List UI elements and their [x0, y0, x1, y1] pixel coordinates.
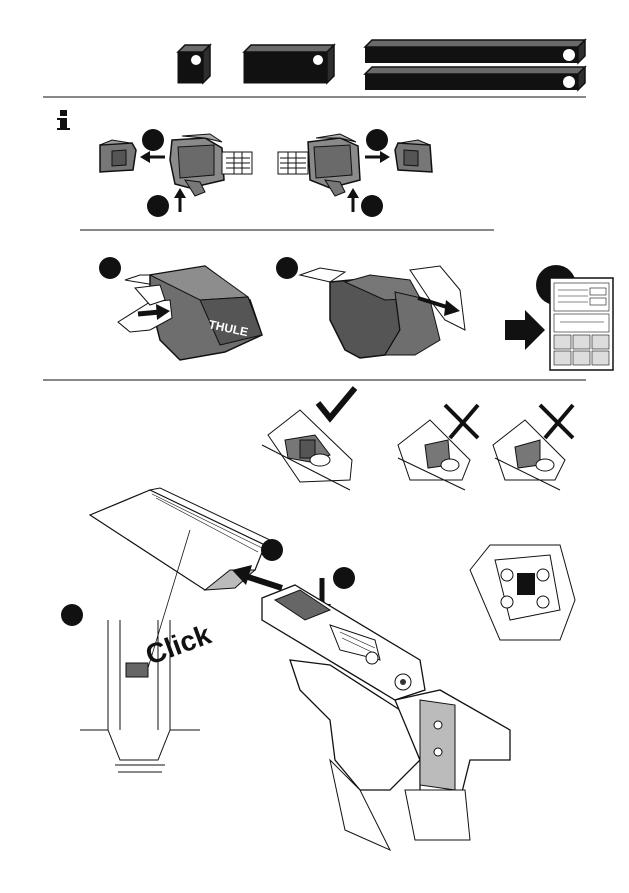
arrow-right-fat-icon [505, 310, 545, 350]
end-cap-right [395, 140, 432, 172]
arrow-up-icon-2 [347, 188, 359, 212]
foot-body-right [278, 134, 360, 196]
end-cap-left [100, 140, 136, 172]
detail-wrong-2 [493, 420, 565, 490]
step-circle-1 [142, 129, 164, 151]
step-circle-6 [276, 257, 298, 279]
detail-wrong-1 [398, 420, 470, 490]
arrow-right-icon [365, 151, 390, 163]
part-small-block [178, 45, 210, 83]
cross-mark-2 [540, 405, 573, 438]
step-circle-5 [99, 257, 121, 279]
foot-with-hand-right [300, 266, 465, 358]
foot-with-hand-left: THULE [118, 266, 262, 360]
detail-pad [470, 545, 575, 640]
arrow-left-icon [140, 151, 165, 163]
step-circle-10 [61, 604, 83, 626]
step-circle-3 [366, 129, 388, 151]
check-mark [318, 388, 355, 418]
step-circle-8 [261, 539, 283, 561]
part-long-bar-2 [365, 67, 585, 90]
part-medium-block [244, 45, 334, 83]
part-long-bar-1 [365, 40, 585, 63]
foot-body-left [170, 134, 252, 196]
reference-manual [550, 278, 613, 370]
arrow-up-icon [174, 188, 186, 212]
click-label: Click [141, 618, 215, 670]
info-icon [57, 110, 70, 130]
step-circle-2 [147, 195, 169, 217]
foot-assembly [262, 585, 510, 850]
cross-mark-1 [445, 405, 478, 438]
step-circle-4 [361, 195, 383, 217]
detail-correct [262, 410, 352, 490]
step-circle-9 [333, 567, 355, 589]
